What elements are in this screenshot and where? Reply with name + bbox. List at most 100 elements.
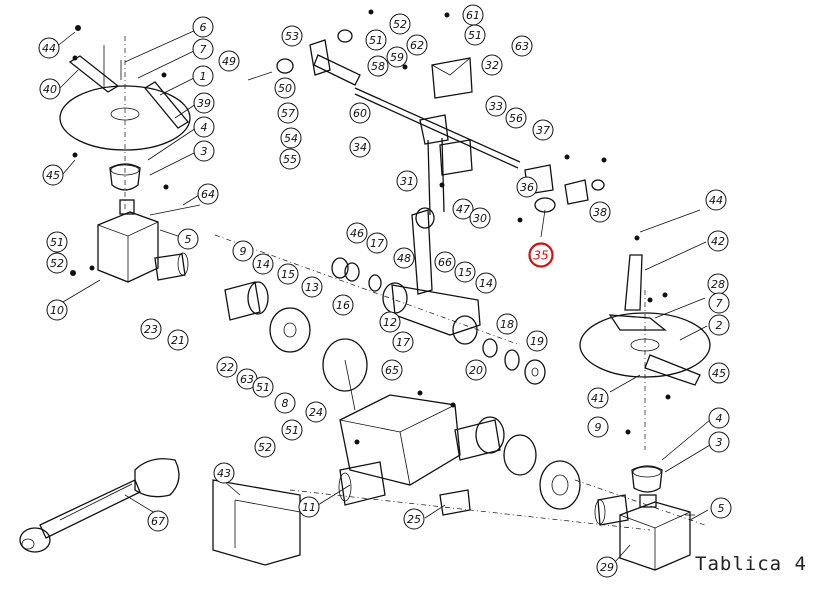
callout-11: 11	[298, 496, 320, 518]
callout-17: 17	[392, 331, 414, 353]
callout-number: 28	[711, 278, 725, 291]
callout-circle	[708, 292, 730, 314]
callout-51: 51	[464, 24, 486, 46]
callout-circle	[281, 419, 303, 441]
callout-circle	[505, 107, 527, 129]
callout-63: 63	[511, 35, 533, 57]
callout-number: 8	[282, 397, 289, 410]
callout-number: 6	[200, 21, 207, 34]
callout-number: 64	[201, 188, 215, 201]
callout-number: 47	[456, 203, 470, 216]
callout-circle	[274, 392, 296, 414]
callout-52: 52	[389, 13, 411, 35]
callout-circle	[511, 35, 533, 57]
callout-56: 56	[505, 107, 527, 129]
callout-45: 45	[42, 164, 64, 186]
callout-46: 46	[346, 222, 368, 244]
callout-13: 13	[301, 276, 323, 298]
callout-circle	[381, 359, 403, 381]
callout-circle	[177, 228, 199, 250]
callout-circle	[532, 119, 554, 141]
callout-circle	[349, 102, 371, 124]
callout-number: 51	[50, 236, 64, 249]
callout-5: 5	[710, 497, 732, 519]
callout-number: 51	[369, 34, 383, 47]
callout-63: 63	[236, 368, 258, 390]
callout-circle	[167, 329, 189, 351]
central-rocker-arm	[382, 114, 481, 345]
callout-52: 52	[46, 252, 68, 274]
callout-15: 15	[277, 263, 299, 285]
callout-number: 20	[469, 364, 483, 377]
callout-16: 16	[332, 294, 354, 316]
callout-circle	[469, 207, 491, 229]
callout-number: 63	[515, 40, 529, 53]
callout-circle	[528, 242, 554, 268]
callout-circle	[589, 201, 611, 223]
callout-number: 24	[309, 406, 323, 419]
callout-circle	[708, 314, 730, 336]
callout-number: 45	[46, 169, 60, 182]
callout-4: 4	[708, 407, 730, 429]
callout-circle	[277, 263, 299, 285]
callout-circle	[708, 407, 730, 429]
callout-34: 34	[349, 136, 371, 158]
callout-number: 11	[302, 501, 316, 514]
callout-42: 42	[707, 230, 729, 252]
pto-drive-shaft	[19, 458, 180, 553]
callout-59: 59	[386, 46, 408, 68]
callout-number: 37	[536, 124, 550, 137]
callout-36: 36	[516, 176, 538, 198]
callout-leaders	[54, 29, 711, 563]
callout-number: 45	[712, 367, 726, 380]
callout-number: 49	[222, 55, 236, 68]
callout-64: 64	[197, 183, 219, 205]
callout-40: 40	[39, 78, 61, 100]
callout-29: 29	[596, 556, 618, 578]
callout-circle	[298, 496, 320, 518]
callout-circle	[280, 127, 302, 149]
callout-41: 41	[587, 387, 609, 409]
callout-45: 45	[708, 362, 730, 384]
callout-circle	[349, 136, 371, 158]
callout-circle	[389, 13, 411, 35]
callout-circle	[38, 37, 60, 59]
callout-49: 49	[218, 50, 240, 72]
callout-circle	[216, 356, 238, 378]
callout-number: 1	[200, 70, 207, 83]
left-gearbox	[70, 199, 201, 283]
callout-number: 50	[278, 82, 292, 95]
callout-12: 12	[379, 311, 401, 333]
callout-circle	[710, 497, 732, 519]
callout-18: 18	[496, 313, 518, 335]
right-rotor-disc	[579, 235, 711, 493]
callout-circle	[406, 34, 428, 56]
callout-number: 62	[410, 39, 424, 52]
callout-circle	[365, 29, 387, 51]
callout-number: 31	[400, 175, 414, 188]
callout-circle	[274, 77, 296, 99]
callout-61: 61	[462, 4, 484, 26]
callout-circle	[193, 92, 215, 114]
callout-number: 61	[466, 9, 480, 22]
callout-3: 3	[708, 431, 730, 453]
callout-51: 51	[281, 419, 303, 441]
callout-circle	[526, 330, 548, 352]
callout-circle	[232, 240, 254, 262]
callout-circle	[42, 164, 64, 186]
callout-circle	[281, 25, 303, 47]
callout-number: 52	[258, 441, 272, 454]
callout-65: 65	[381, 359, 403, 381]
callout-55: 55	[279, 148, 301, 170]
callout-number: 2	[716, 319, 723, 332]
callout-number: 5	[185, 233, 192, 246]
callout-number: 51	[468, 29, 482, 42]
callout-2: 2	[708, 314, 730, 336]
callout-circle	[46, 252, 68, 274]
callout-number: 54	[284, 132, 298, 145]
callout-number: 29	[600, 561, 614, 574]
callout-number: 3	[716, 436, 723, 449]
callout-48: 48	[393, 247, 415, 269]
callout-circle	[367, 55, 389, 77]
callout-circle	[707, 230, 729, 252]
